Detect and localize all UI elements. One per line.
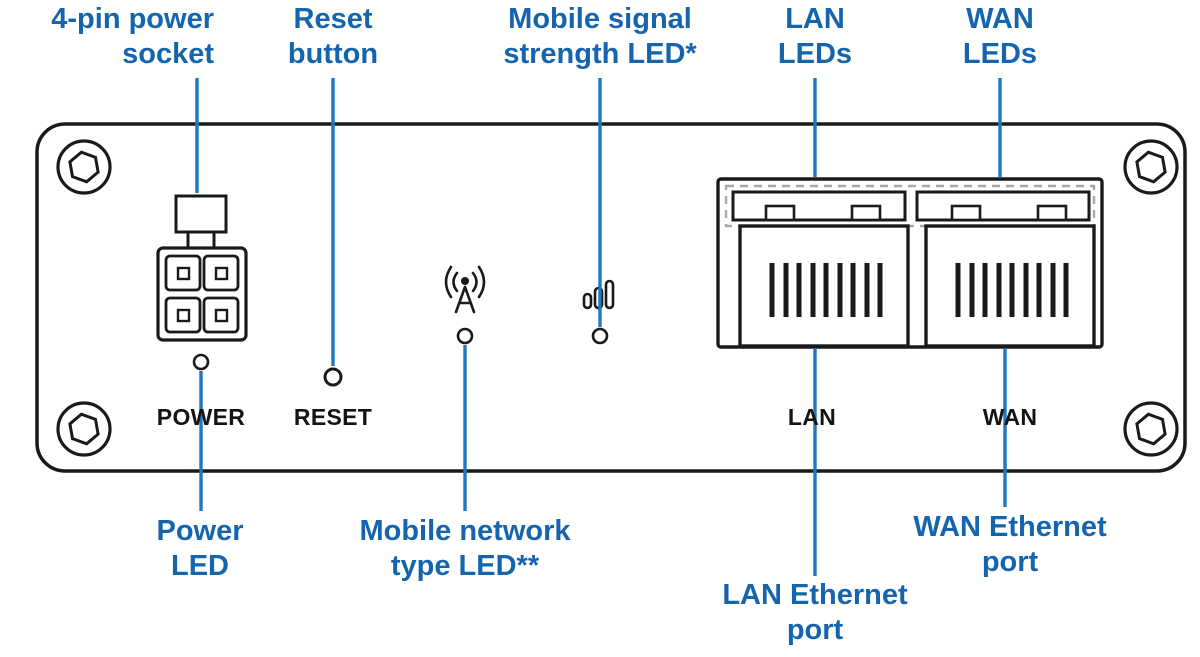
label-line: 4-pin power [51, 3, 214, 35]
label-line: LEDs [777, 38, 853, 71]
panel-label-wan: WAN [982, 404, 1038, 430]
panel-label-power: POWER [156, 404, 246, 430]
label-line: LEDs [962, 38, 1038, 71]
label-line: WAN [966, 3, 1034, 35]
label-line: strength LED* [503, 38, 697, 71]
label-line: button [287, 38, 379, 71]
callout-label-mobile-signal-led: Mobile signal strength LED* [470, 2, 730, 73]
callout-label-reset-button: Reset button [253, 2, 413, 73]
lan-port-pins [769, 263, 883, 317]
led-area-dashed-highlight [724, 184, 1096, 228]
callout-label-power-led: Power LED [120, 514, 280, 585]
hex-screw-icon-top-right [1123, 139, 1179, 195]
label-line: Mobile signal [508, 3, 692, 35]
lan-ethernet-port [738, 224, 910, 348]
label-line: Mobile network [359, 515, 571, 547]
hex-screw-icon-top-left [56, 139, 112, 195]
mobile-signal-strength-led-dot [591, 327, 609, 345]
hex-screw-icon-bottom-left [56, 401, 112, 457]
lan-port-leds [731, 190, 907, 222]
label-line: socket [122, 38, 214, 71]
label-line: port [981, 546, 1039, 579]
label-line: WAN Ethernet [913, 511, 1107, 543]
callout-label-lan-port: LAN Ethernet port [693, 578, 937, 649]
panel-label-lan: LAN [787, 404, 837, 430]
callout-label-wan-port: WAN Ethernet port [878, 510, 1142, 581]
callout-label-power-socket: 4-pin power socket [2, 2, 214, 73]
label-line: Reset [293, 3, 373, 35]
label-line: port [786, 614, 844, 647]
mobile-network-type-led-dot [456, 327, 474, 345]
label-line: LED [171, 550, 229, 583]
callout-label-wan-leds: WAN LEDs [939, 2, 1061, 73]
ethernet-ports-block [716, 177, 1104, 349]
hex-screw-icon-bottom-right [1123, 401, 1179, 457]
label-line: LAN Ethernet [722, 579, 908, 611]
panel-label-reset: RESET [293, 404, 373, 430]
callout-label-lan-leds: LAN LEDs [755, 2, 875, 73]
antenna-icon [444, 265, 486, 314]
power-socket [156, 194, 248, 342]
wan-port-pins [955, 263, 1069, 317]
power-led-dot [192, 353, 210, 371]
callout-lines [195, 78, 1007, 576]
label-line: type LED** [390, 550, 540, 583]
callout-label-mobile-network-led: Mobile network type LED** [315, 514, 615, 585]
label-line: Power [156, 515, 244, 547]
wan-ethernet-port [924, 224, 1096, 348]
wan-port-leds [915, 190, 1091, 222]
reset-button-dot [323, 367, 343, 387]
label-line: LAN [785, 3, 845, 35]
